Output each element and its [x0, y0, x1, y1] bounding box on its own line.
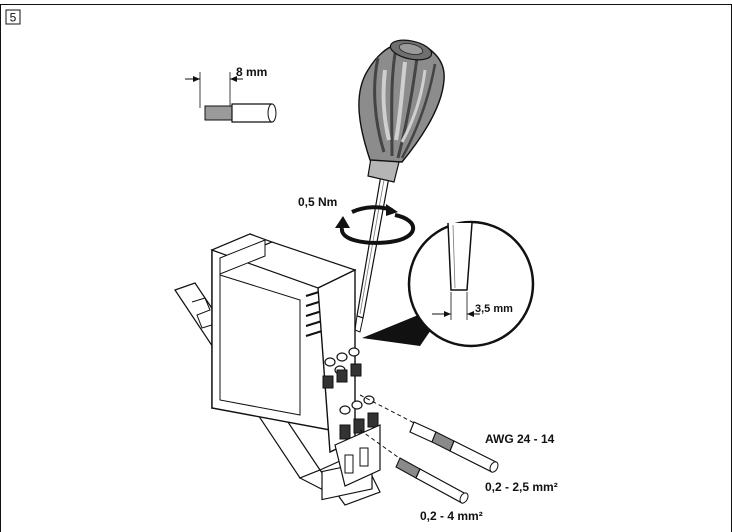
torque-label: 0,5 Nm: [298, 195, 337, 209]
ferrule-wire-icon: [359, 394, 499, 473]
blade-width-label: 3,5 mm: [475, 303, 513, 315]
screwdriver-icon: [354, 39, 445, 333]
terminal-block-icon: [174, 232, 381, 506]
step-number-box: 5: [5, 9, 21, 25]
cross-section-ferrule-label: 0,2 - 2,5 mm²: [485, 480, 558, 494]
blade-detail-callout: [362, 220, 535, 348]
torque-arrow-icon: [335, 204, 416, 245]
solid-wire-icon: [359, 429, 469, 504]
cross-section-solid-label: 0,2 - 4 mm²: [420, 509, 483, 523]
awg-range-label: AWG 24 - 14: [485, 432, 555, 446]
step-number: 5: [10, 11, 17, 25]
stripped-wire-icon: [185, 72, 277, 123]
strip-length-label: 8 mm: [236, 65, 267, 79]
